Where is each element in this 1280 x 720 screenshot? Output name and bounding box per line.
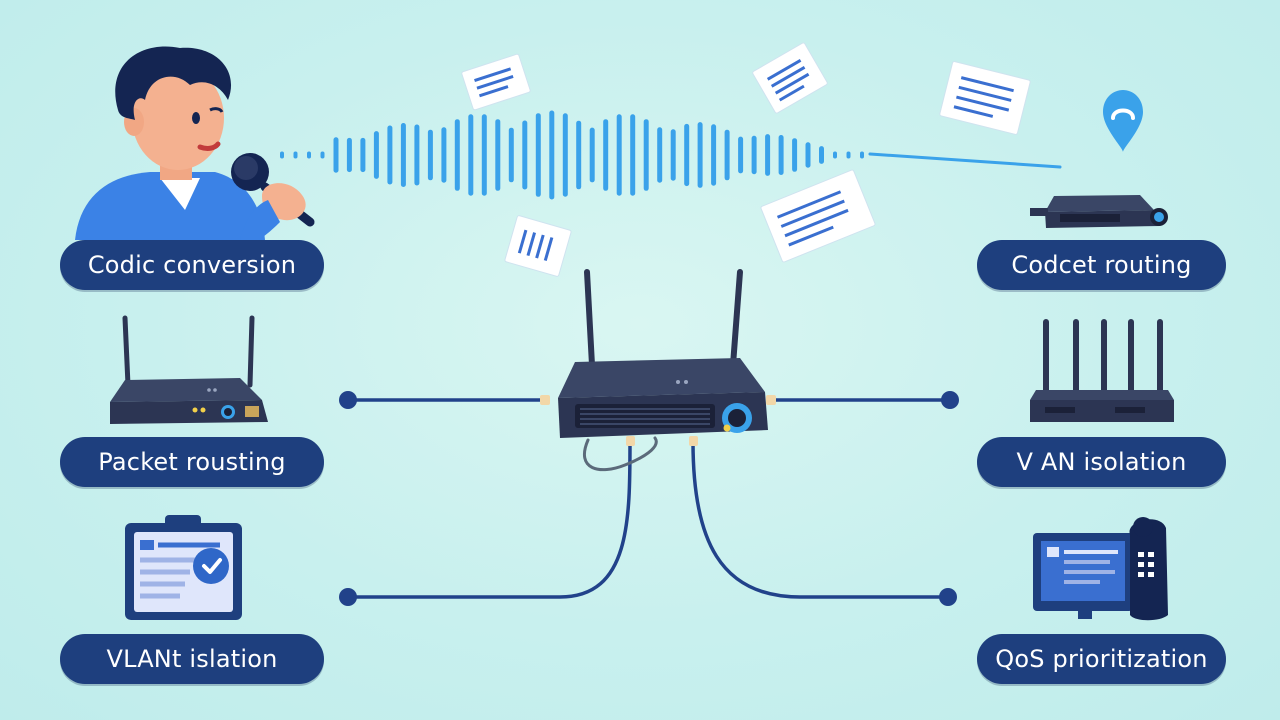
label-codic-conversion: Codic conversion xyxy=(60,240,324,290)
plug-left xyxy=(540,395,550,405)
central-router-icon xyxy=(558,269,768,438)
sound-wave xyxy=(280,110,864,200)
left-router-icon xyxy=(110,315,268,424)
document-icon xyxy=(461,53,531,111)
endpoint-left-bottom xyxy=(339,588,357,606)
document-icon xyxy=(939,61,1031,135)
right-router-icon xyxy=(1030,319,1174,422)
label-codcet-routing: Codcet routing xyxy=(977,240,1226,290)
computer-phone-icon xyxy=(1033,517,1168,621)
plug-bottom-left xyxy=(626,436,635,446)
plug-bottom-right xyxy=(689,436,698,446)
document-icon xyxy=(760,169,876,263)
label-vlant-isolation: VLANt islation xyxy=(60,634,324,684)
connector-plugs xyxy=(540,395,776,446)
connector-lines xyxy=(346,398,952,599)
document-icon xyxy=(504,215,572,277)
endpoint-right-bottom xyxy=(939,588,957,606)
plug-right xyxy=(766,395,776,405)
endpoint-left-top xyxy=(339,391,357,409)
clipboard-check-icon xyxy=(125,515,242,620)
set-top-box-icon xyxy=(1030,90,1168,228)
document-icon xyxy=(752,42,828,114)
connector-endpoints xyxy=(339,391,959,606)
hand-icon xyxy=(240,183,306,240)
label-packet-routing: Packet rousting xyxy=(60,437,324,487)
connector-left-bottom xyxy=(346,438,632,599)
connector-gray-loop xyxy=(582,436,658,472)
label-vlan-isolation: V AN isolation xyxy=(977,437,1226,487)
speaker-person-icon xyxy=(75,46,265,240)
signal-line xyxy=(868,152,1062,169)
connector-right-bottom xyxy=(691,440,950,599)
endpoint-right-top xyxy=(941,391,959,409)
label-qos-prioritization: QoS prioritization xyxy=(977,634,1226,684)
